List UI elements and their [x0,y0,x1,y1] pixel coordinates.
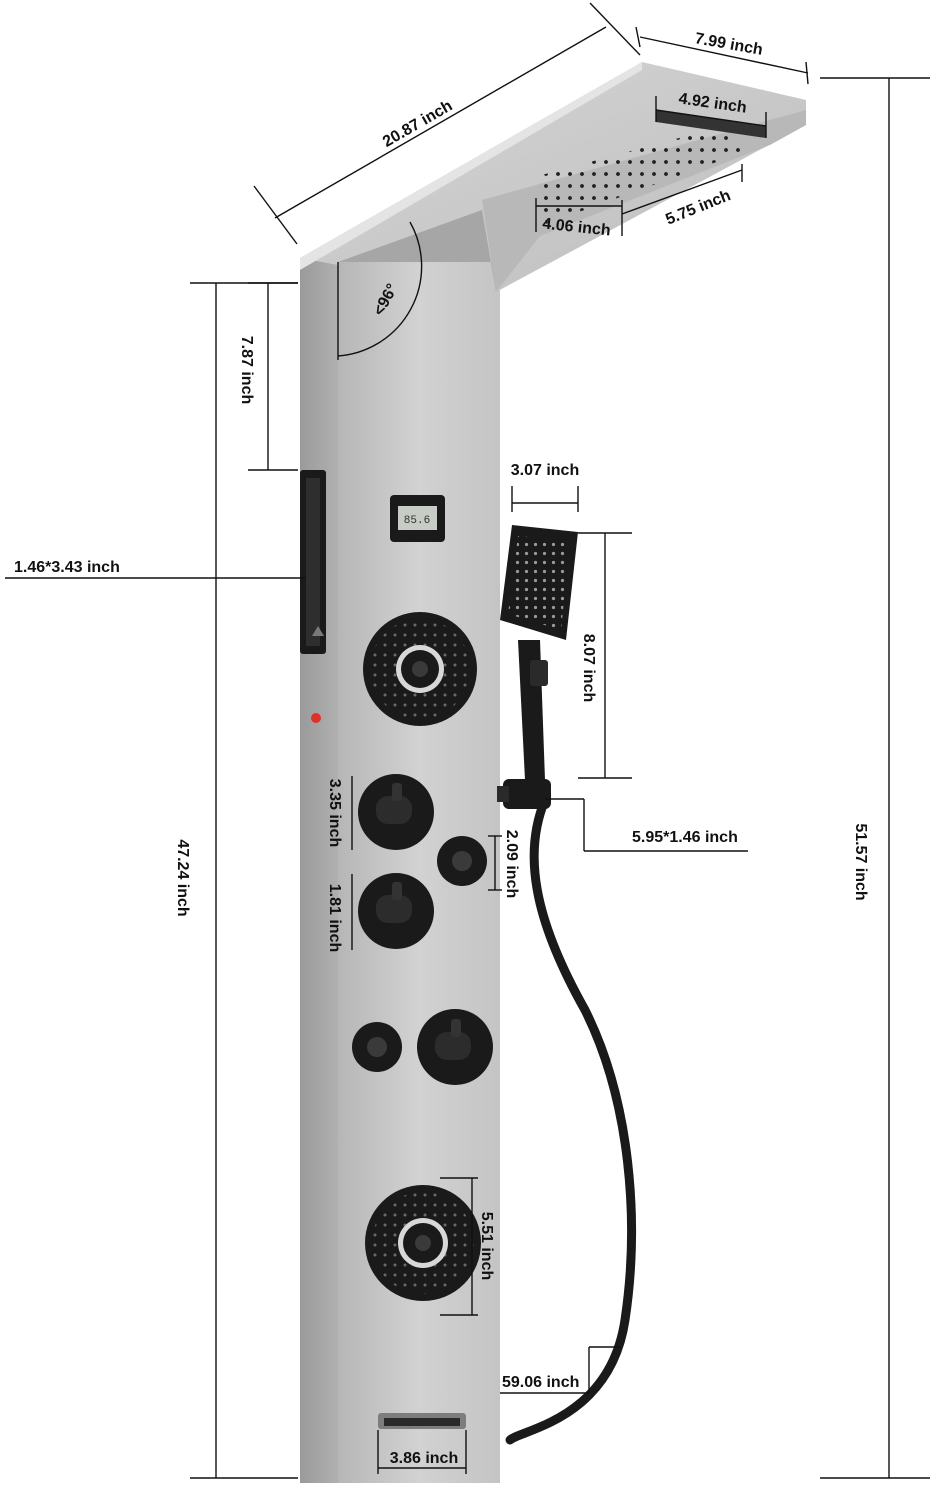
body-massage-jet-icon[interactable] [352,1022,402,1072]
temperature-display-icon: 85.6 [390,495,445,542]
label-jet-diameter: 5.51 inch [478,1212,495,1280]
label-panel-height: 47.24 inch [174,839,191,916]
panel-side-face [300,258,338,1483]
label-knob-diameter: 3.35 inch [326,779,343,847]
waterfall-outlet [656,110,766,138]
label-hand-length: 8.07 inch [580,634,597,702]
body-massage-jet-icon[interactable] [437,836,487,886]
handheld-shower-icon[interactable] [497,525,636,1445]
tub-spout [378,1413,466,1429]
rain-shower-head-icon [538,126,744,224]
label-hose-length: 59.06 inch [502,1374,579,1391]
label-holder-size: 5.95*1.46 inch [632,829,738,846]
dimension-lines [5,2,930,1479]
label-total-height: 51.57 inch [852,823,869,900]
indicator-light [311,713,321,723]
label-top-section: 7.87 inch [238,336,255,404]
side-shelf [300,470,326,654]
arm-underside [338,210,496,292]
control-knob-icon[interactable] [358,774,434,850]
shower-hose [505,795,636,1445]
label-hand-width: 3.07 inch [511,462,579,479]
label-spout-width: 3.86 inch [390,1450,458,1467]
body-massage-jet-icon[interactable] [365,1185,481,1301]
hand-shower-holder [503,779,551,809]
display-reading: 85.6 [404,515,430,527]
control-knob-icon[interactable] [417,1009,493,1085]
body-massage-jet-icon[interactable] [363,612,477,726]
label-knob-depth: 1.81 inch [326,884,343,952]
control-knob-icon[interactable] [358,873,434,949]
label-shelf-size: 1.46*3.43 inch [14,559,120,576]
label-small-jet: 2.09 inch [503,830,520,898]
arm-top-edge [300,62,642,270]
label-head-depth: 7.99 inch [694,30,764,59]
label-arm-length: 20.87 inch [380,97,456,150]
